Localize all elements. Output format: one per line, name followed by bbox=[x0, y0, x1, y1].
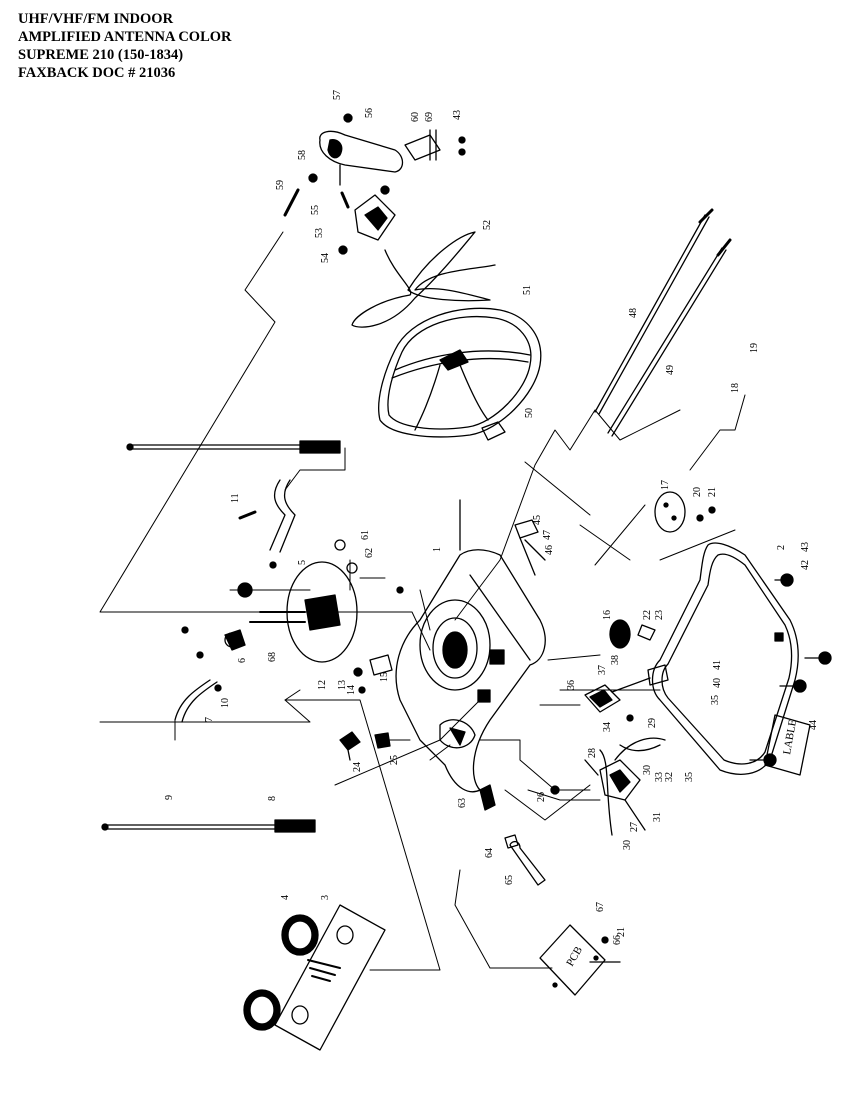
callout-27: 27 bbox=[629, 822, 640, 832]
callout-55: 55 bbox=[310, 205, 321, 215]
lable-label: LABLE bbox=[781, 718, 799, 755]
callout-34: 34 bbox=[602, 722, 613, 732]
callout-38: 38 bbox=[610, 655, 621, 665]
callout-23: 23 bbox=[654, 610, 665, 620]
callout-32: 32 bbox=[664, 772, 675, 782]
header-line-2: AMPLIFIED ANTENNA COLOR bbox=[18, 29, 232, 45]
callout-54: 54 bbox=[320, 253, 331, 263]
callout-30: 30 bbox=[642, 765, 653, 775]
main-antenna-body-1 bbox=[395, 499, 546, 793]
document-header: UHF/VHF/FM INDOOR AMPLIFIED ANTENNA COLO… bbox=[18, 10, 318, 82]
callout-53: 53 bbox=[314, 228, 325, 238]
callout-19: 19 bbox=[749, 343, 760, 353]
pcb-board bbox=[539, 924, 621, 996]
callout-3: 3 bbox=[320, 895, 331, 900]
callout-63: 63 bbox=[457, 798, 468, 808]
callout-numbers: 1 2 3 4 5 6 7 8 9 10 11 12 13 14 15 16 1… bbox=[164, 90, 819, 945]
callout-62: 62 bbox=[364, 548, 375, 558]
callout-56: 56 bbox=[364, 108, 375, 118]
callout-33: 33 bbox=[654, 772, 665, 782]
callout-7: 7 bbox=[204, 717, 215, 722]
callout-50: 50 bbox=[524, 408, 535, 418]
callout-13: 13 bbox=[337, 680, 348, 690]
callout-16: 16 bbox=[602, 610, 613, 620]
header-line-4: FAXBACK DOC # 21036 bbox=[18, 65, 176, 81]
callout-17: 17 bbox=[660, 480, 671, 490]
callout-47: 47 bbox=[542, 530, 553, 540]
callout-6: 6 bbox=[237, 658, 248, 663]
callout-29: 29 bbox=[647, 718, 658, 728]
callout-21: 21 bbox=[707, 487, 718, 497]
base-frame-2 bbox=[651, 542, 832, 776]
callout-51: 51 bbox=[522, 285, 533, 295]
callout-49: 49 bbox=[665, 365, 676, 375]
header-line-3: SUPREME 210 (150-1834) bbox=[18, 47, 184, 63]
callout-58: 58 bbox=[297, 150, 308, 160]
pcb-label: PCB bbox=[564, 944, 585, 968]
uhf-loop-reflector bbox=[378, 307, 542, 441]
small-hardware-parts bbox=[334, 491, 716, 886]
callout-43b: 43 bbox=[452, 110, 463, 120]
callout-25: 25 bbox=[389, 755, 400, 765]
callout-44: 44 bbox=[808, 720, 819, 730]
callout-42: 42 bbox=[800, 560, 811, 570]
callout-46: 46 bbox=[544, 545, 555, 555]
telescopic-rod-top bbox=[126, 440, 341, 553]
callout-26: 26 bbox=[536, 792, 547, 802]
header-line-1: UHF/VHF/FM INDOOR bbox=[18, 11, 174, 27]
callout-35: 35 bbox=[710, 695, 721, 705]
callout-12: 12 bbox=[317, 680, 328, 690]
callout-65: 65 bbox=[504, 875, 515, 885]
amplifier-housing-assembly bbox=[283, 113, 496, 328]
callout-18: 18 bbox=[730, 383, 741, 393]
callout-9: 9 bbox=[164, 795, 175, 800]
callout-43: 43 bbox=[800, 542, 811, 552]
control-label-plate-3-4 bbox=[243, 904, 386, 1051]
callout-8: 8 bbox=[267, 796, 278, 801]
callout-15: 15 bbox=[379, 672, 390, 682]
callout-1: 1 bbox=[432, 547, 443, 552]
callout-37: 37 bbox=[597, 665, 608, 675]
callout-57: 57 bbox=[332, 90, 343, 100]
callout-68: 68 bbox=[267, 652, 278, 662]
callout-36: 36 bbox=[566, 680, 577, 690]
callout-59: 59 bbox=[275, 180, 286, 190]
callout-52: 52 bbox=[482, 220, 493, 230]
part-labels: PCB LABLE bbox=[564, 718, 799, 968]
callout-14: 14 bbox=[346, 685, 357, 695]
callout-22: 22 bbox=[642, 610, 653, 620]
callout-24: 24 bbox=[352, 762, 363, 772]
callout-4: 4 bbox=[280, 895, 291, 900]
callout-21b: 21 bbox=[616, 927, 627, 937]
callout-41: 41 bbox=[712, 660, 723, 670]
callout-35b: 35 bbox=[684, 772, 695, 782]
callout-11: 11 bbox=[230, 493, 241, 503]
callout-67: 67 bbox=[595, 902, 606, 912]
callout-60: 60 bbox=[410, 112, 421, 122]
callout-28: 28 bbox=[587, 748, 598, 758]
vhf-telescopic-rods-48-49 bbox=[594, 208, 732, 437]
telescopic-rod-lower bbox=[101, 561, 316, 833]
callout-45: 45 bbox=[532, 515, 543, 525]
callout-40: 40 bbox=[712, 678, 723, 688]
callout-69: 69 bbox=[424, 112, 435, 122]
callout-31: 31 bbox=[652, 812, 663, 822]
callout-20: 20 bbox=[692, 487, 703, 497]
callout-5: 5 bbox=[297, 560, 308, 565]
callout-66: 66 bbox=[612, 935, 623, 945]
assembly-leader-lines bbox=[99, 231, 746, 971]
callout-61: 61 bbox=[360, 530, 371, 540]
callout-48: 48 bbox=[628, 308, 639, 318]
callout-30b: 30 bbox=[622, 840, 633, 850]
callout-64: 64 bbox=[484, 848, 495, 858]
callout-2: 2 bbox=[776, 545, 787, 550]
callout-10: 10 bbox=[220, 698, 231, 708]
rod-mount-plate-5 bbox=[224, 561, 358, 663]
